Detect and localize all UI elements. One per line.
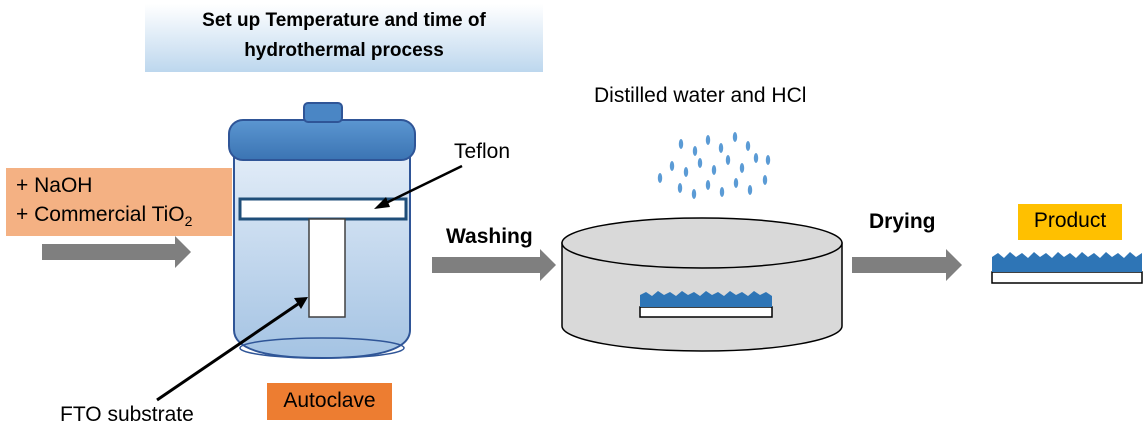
dish-sample xyxy=(639,291,773,318)
product-box xyxy=(1018,204,1122,240)
reagent-tio2-subscript: 2 xyxy=(184,213,193,230)
water-drops-icon xyxy=(657,132,771,199)
reagent-tio2: + Commercial TiO2 xyxy=(16,203,192,229)
solution-label: Distilled water and HCl xyxy=(594,84,807,107)
washing-label: Washing xyxy=(446,225,533,248)
reagent-naoh: + NaOH xyxy=(16,174,93,197)
process-header-line1: Set up Temperature and time of xyxy=(202,10,486,31)
fto-pointer xyxy=(156,297,308,402)
arrow-right-icon xyxy=(432,249,556,281)
autoclave-box xyxy=(267,383,392,420)
teflon-pointer xyxy=(374,164,463,209)
washing-dish xyxy=(561,217,843,352)
fto-substrate xyxy=(308,218,346,318)
process-header-line2: hydrothermal process xyxy=(244,40,444,61)
reagent-tio2-text: + Commercial TiO xyxy=(16,203,185,226)
product-label: Product xyxy=(1033,209,1107,232)
autoclave-label: Autoclave xyxy=(283,389,376,412)
arrow-right-icon xyxy=(42,236,191,268)
autoclave-lid xyxy=(228,102,416,161)
arrow-right-icon xyxy=(852,249,962,281)
fto-substrate-label: FTO substrate xyxy=(60,403,194,426)
nanorod-film-icon xyxy=(991,252,1143,284)
drying-label: Drying xyxy=(869,210,936,233)
process-header xyxy=(145,4,543,72)
teflon-label: Teflon xyxy=(454,140,511,163)
reagents-box xyxy=(6,168,232,236)
